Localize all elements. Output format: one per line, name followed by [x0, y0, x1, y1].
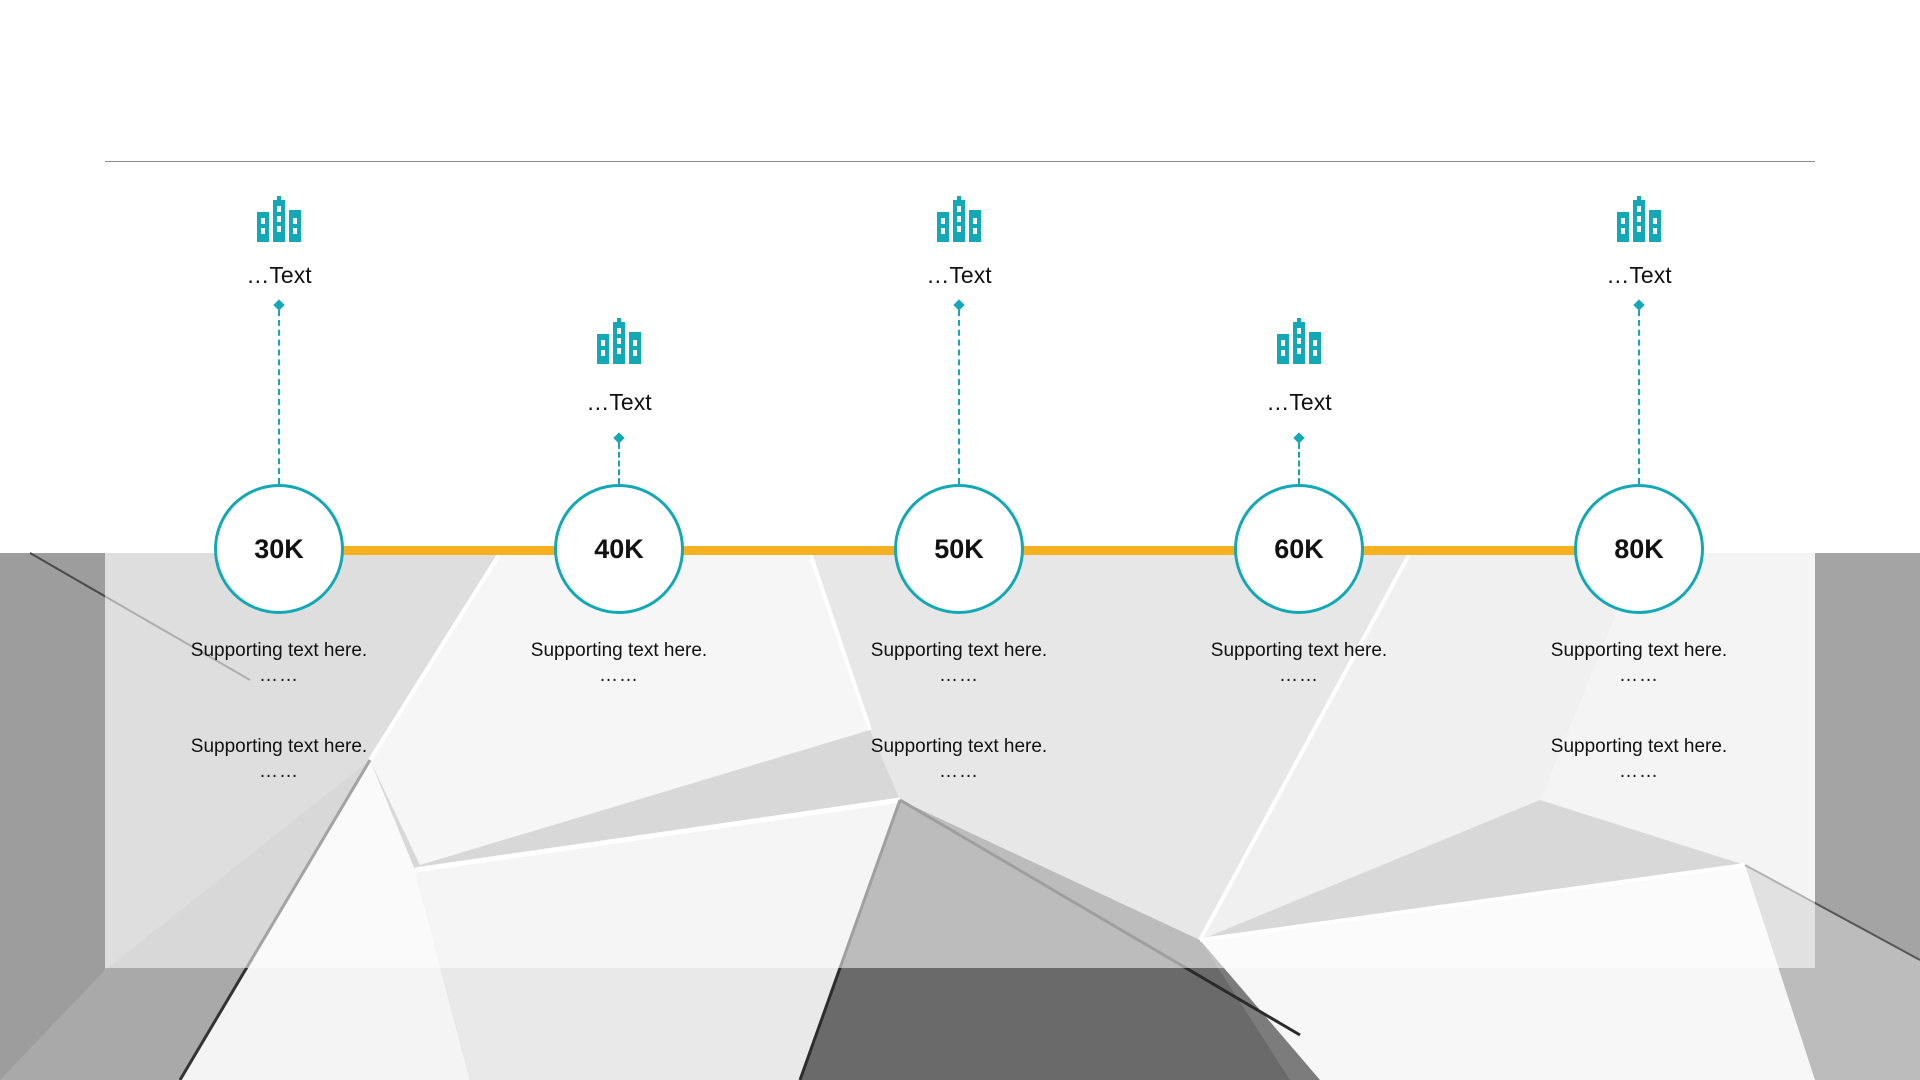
buildings-icon [1275, 318, 1323, 366]
dashed-connector [618, 443, 620, 484]
supporting-text: Supporting text here. …… [870, 736, 1048, 782]
milestone-label: …Text [1266, 389, 1332, 415]
dashed-connector [278, 310, 280, 484]
value-circle: 80K [1574, 484, 1704, 614]
supporting-text: Supporting text here. …… [530, 640, 708, 686]
value-circle: 30K [214, 484, 344, 614]
supporting-text: Supporting text here. …… [1210, 640, 1388, 686]
value-circle: 50K [894, 484, 1024, 614]
supporting-text: Supporting text here. …… [1550, 640, 1728, 686]
supporting-text: Supporting text here. …… [190, 736, 368, 782]
value-circle: 60K [1234, 484, 1364, 614]
milestone-label: …Text [1606, 262, 1672, 288]
milestone-label: …Text [926, 262, 992, 288]
buildings-icon [1615, 196, 1663, 244]
dashed-connector [1298, 443, 1300, 484]
supporting-text: Supporting text here. …… [1550, 736, 1728, 782]
buildings-icon [595, 318, 643, 366]
value-circle: 40K [554, 484, 684, 614]
supporting-text: Supporting text here. …… [870, 640, 1048, 686]
milestone-label: …Text [246, 262, 312, 288]
dashed-connector [1638, 310, 1640, 484]
dashed-connector [958, 310, 960, 484]
milestone-label: …Text [586, 389, 652, 415]
buildings-icon [255, 196, 303, 244]
top-divider-rule [105, 161, 1815, 162]
buildings-icon [935, 196, 983, 244]
supporting-text: Supporting text here. …… [190, 640, 368, 686]
